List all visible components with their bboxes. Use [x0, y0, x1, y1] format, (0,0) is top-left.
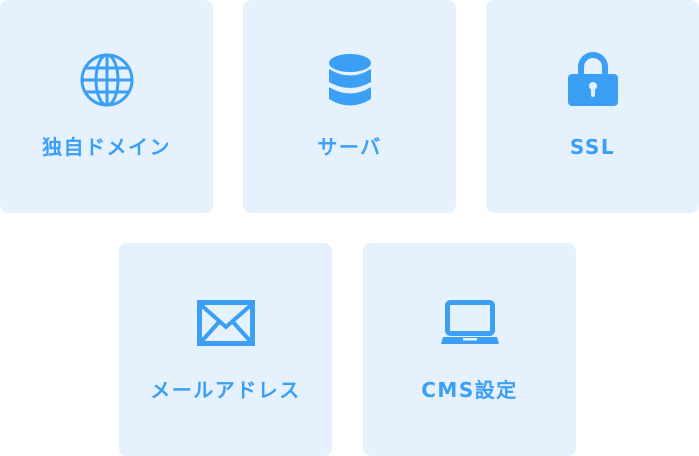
lock-icon: [563, 50, 623, 110]
card-ssl[interactable]: SSL: [486, 0, 699, 213]
database-icon: [320, 50, 380, 110]
card-server[interactable]: サーバ: [243, 0, 456, 213]
card-label: 独自ドメイン: [42, 135, 171, 159]
card-label: サーバ: [317, 135, 382, 159]
card-label: メールアドレス: [150, 378, 301, 402]
envelope-icon: [196, 293, 256, 353]
card-email[interactable]: メールアドレス: [119, 243, 332, 456]
card-cms[interactable]: CMS設定: [363, 243, 576, 456]
laptop-icon: [440, 293, 500, 353]
globe-icon: [77, 50, 137, 110]
card-label: CMS設定: [421, 378, 518, 402]
card-domain[interactable]: 独自ドメイン: [0, 0, 213, 213]
card-label: SSL: [569, 135, 616, 159]
